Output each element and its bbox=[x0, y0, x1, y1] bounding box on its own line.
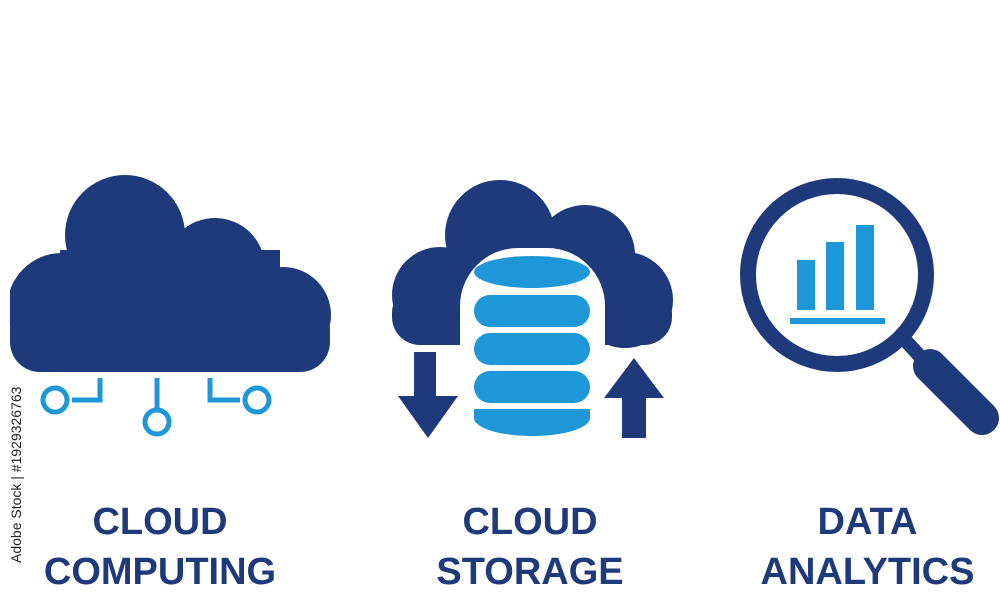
caption-data-analytics: DATA ANALYTICS bbox=[740, 497, 995, 597]
download-arrow-icon bbox=[398, 352, 458, 438]
watermark-side-text: Adobe Stock | #1929326763 bbox=[8, 386, 24, 563]
upload-arrow-icon bbox=[604, 358, 664, 438]
data-analytics-icon bbox=[740, 178, 999, 435]
magnifier-ring bbox=[740, 178, 934, 372]
caption-line-1: CLOUD bbox=[92, 501, 228, 543]
bar-chart-icon bbox=[790, 225, 885, 324]
caption-line-1: DATA bbox=[817, 501, 918, 543]
cloud-shape bbox=[10, 175, 331, 372]
caption-line-1: CLOUD bbox=[462, 501, 598, 543]
caption-line-2: ANALYTICS bbox=[760, 551, 975, 593]
caption-line-2: COMPUTING bbox=[43, 551, 277, 593]
magnifier-handle bbox=[913, 349, 999, 435]
cloud-computing-icon bbox=[10, 175, 331, 437]
caption-cloud-computing: CLOUD COMPUTING bbox=[10, 497, 310, 597]
caption-line-2: STORAGE bbox=[436, 551, 624, 593]
cloud-storage-icon bbox=[392, 180, 673, 446]
caption-cloud-storage: CLOUD STORAGE bbox=[400, 497, 660, 597]
database-icon bbox=[460, 248, 605, 446]
circuit-nodes bbox=[40, 378, 272, 437]
